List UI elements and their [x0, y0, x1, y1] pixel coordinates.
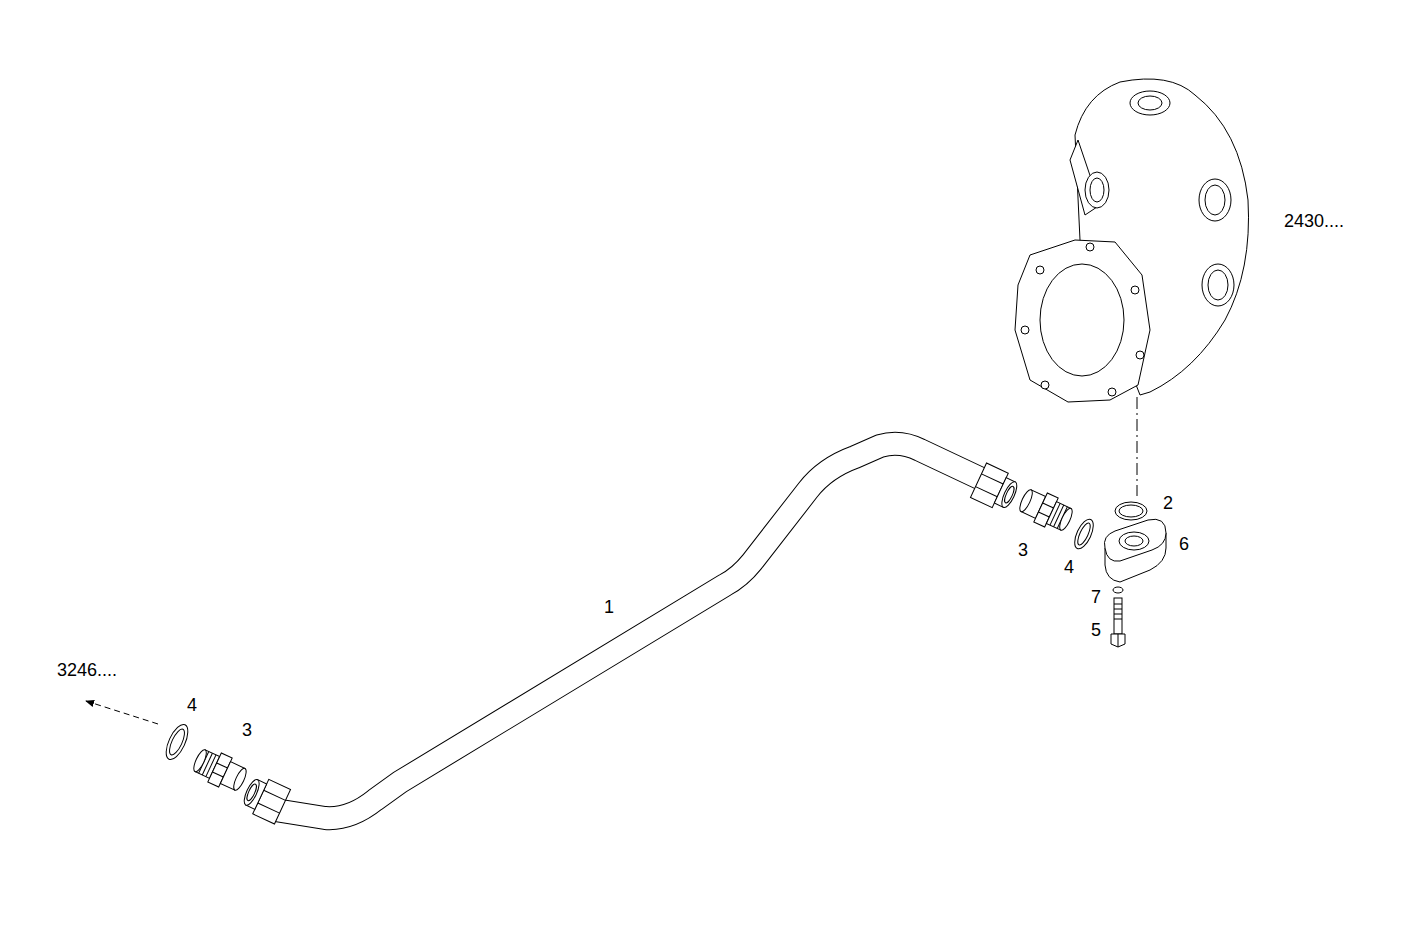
housing — [1136, 351, 1144, 359]
fitting — [1050, 503, 1060, 525]
center-line — [1137, 397, 1138, 496]
union-nut — [976, 487, 998, 497]
housing — [1021, 326, 1029, 334]
o-ring — [1115, 502, 1147, 520]
housing — [1131, 286, 1139, 294]
fitting — [1038, 512, 1049, 517]
washer — [162, 721, 193, 762]
housing — [1036, 266, 1044, 274]
pipe — [275, 444, 990, 818]
fitting — [1017, 488, 1034, 513]
housing — [1090, 178, 1104, 202]
union-nut — [239, 773, 290, 824]
flange — [1125, 536, 1143, 546]
housing — [1108, 388, 1116, 396]
fitting — [1043, 503, 1054, 508]
bolt — [1114, 604, 1122, 605]
washer — [167, 727, 188, 757]
housing — [1208, 270, 1228, 300]
callout-number: 5 — [1091, 621, 1101, 641]
bolt — [1114, 614, 1122, 615]
union-nut — [1003, 485, 1016, 504]
union-nut — [245, 783, 258, 802]
housing — [1138, 96, 1162, 110]
flange — [1119, 532, 1149, 550]
callout-number: 1 — [604, 598, 614, 618]
reference-arrow — [86, 701, 158, 724]
housing — [1086, 243, 1094, 251]
union-nut — [241, 778, 262, 808]
bolt — [1111, 598, 1125, 647]
union-nut — [999, 480, 1020, 510]
bolt — [1114, 609, 1122, 610]
union-nut — [258, 803, 280, 813]
pipe — [275, 444, 990, 818]
reference-number: 2430.... — [1284, 212, 1344, 232]
housing — [1015, 240, 1150, 402]
callout-number: 3 — [242, 721, 252, 741]
callout-number: 7 — [1091, 588, 1101, 608]
fitting — [212, 772, 223, 777]
fitting — [190, 745, 251, 796]
fitting — [1016, 485, 1077, 536]
fitting — [1057, 507, 1074, 532]
bolt — [1111, 634, 1125, 647]
pipe — [275, 444, 990, 818]
union-nut — [981, 474, 1003, 484]
housing — [1015, 79, 1249, 402]
fitting — [217, 763, 228, 768]
housing — [1041, 381, 1049, 389]
bolt — [1114, 619, 1122, 620]
callout-number: 4 — [1064, 558, 1074, 578]
washer — [1075, 521, 1092, 546]
washer — [1113, 587, 1123, 593]
callout-number: 6 — [1179, 535, 1189, 555]
reference-number: 3246.... — [57, 661, 117, 681]
washer — [1071, 517, 1097, 552]
housing — [1040, 264, 1124, 376]
housing — [1199, 179, 1231, 221]
o-ring — [1115, 502, 1147, 520]
washer — [1071, 517, 1097, 552]
housing — [1130, 91, 1170, 115]
o-ring — [1119, 505, 1143, 517]
union-nut — [264, 790, 286, 800]
flange — [1104, 519, 1166, 561]
washer — [162, 721, 193, 762]
callout-number: 2 — [1163, 494, 1173, 514]
bolt — [1114, 598, 1122, 634]
housing — [1205, 185, 1225, 215]
callout-number: 3 — [1018, 541, 1028, 561]
housing — [1202, 264, 1234, 306]
bolt — [1118, 634, 1119, 647]
fitting — [231, 767, 248, 792]
flange — [1104, 519, 1166, 582]
union-nut — [970, 463, 1021, 514]
callout-number: 4 — [187, 696, 197, 716]
housing — [1085, 172, 1109, 208]
fitting — [191, 748, 208, 773]
